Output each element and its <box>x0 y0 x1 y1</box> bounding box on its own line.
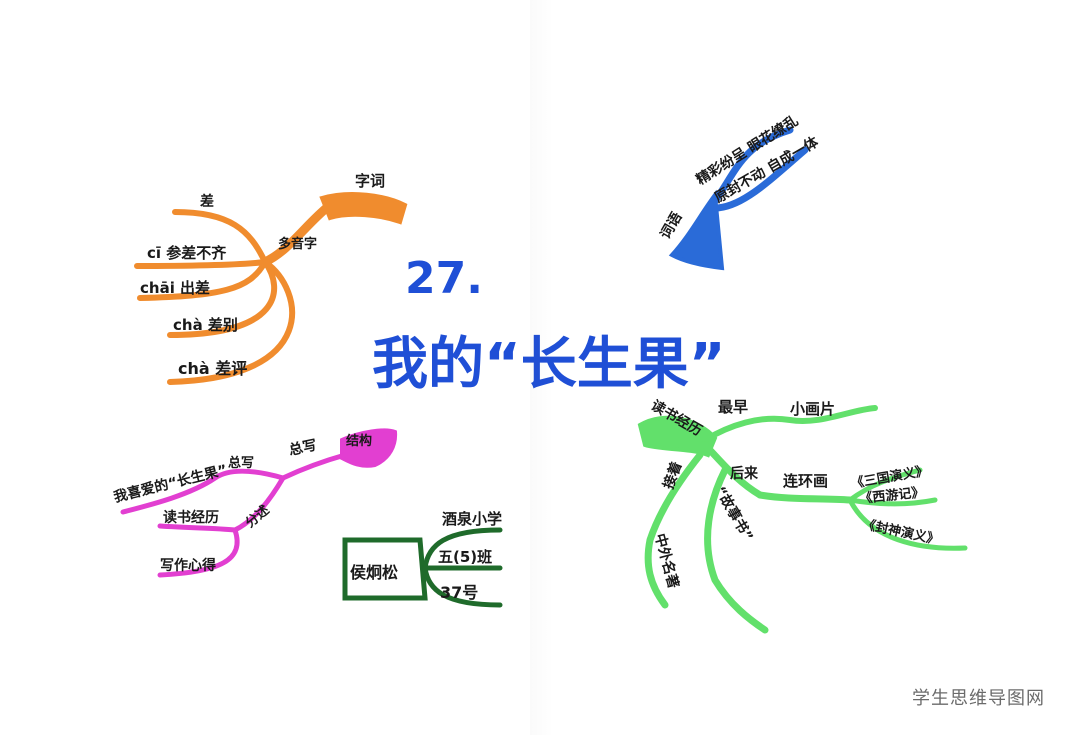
orange-line-4 <box>167 259 278 338</box>
magenta-line-2 <box>157 523 238 533</box>
orange-labels: 字词 多音字 差 cī 参差不齐 chāi 出差 chà 差别 chà 差评 <box>140 172 385 378</box>
magenta-branch <box>120 428 398 578</box>
green-book-line-3 <box>847 497 968 551</box>
green-line-left <box>644 451 704 609</box>
darkgreen-root-box <box>342 537 428 601</box>
green-branch <box>637 405 968 634</box>
green-level1-2: 后来 <box>730 465 759 482</box>
orange-item-1: 差 <box>200 193 214 210</box>
green-level1-1: 最早 <box>718 398 748 416</box>
green-line-top <box>702 405 878 443</box>
orange-branch <box>134 192 408 385</box>
title-text: 我的“长生果” <box>372 332 726 397</box>
orange-line-5 <box>167 259 295 385</box>
green-labels: 读书经历 最早 小画片 后来 连环画 《三国演义》 《西游记》 《封神演义》 接… <box>648 397 941 590</box>
title-number: 27. <box>405 253 483 304</box>
darkgreen-labels: 侯炯松 酒泉小学 五(5)班 37号 <box>350 510 502 602</box>
darkgreen-line-3 <box>422 565 503 608</box>
green-item-7: 中外名著 <box>651 532 682 590</box>
orange-root-blob <box>319 192 408 225</box>
blue-line-2 <box>708 146 809 212</box>
green-item-5: 《封神演义》 <box>861 516 941 548</box>
blue-branch <box>668 126 809 271</box>
magenta-joint-label: 分述 <box>242 502 272 531</box>
magenta-line-1 <box>120 468 286 515</box>
magenta-root-blob <box>340 428 398 468</box>
orange-item-3: chāi 出差 <box>140 279 210 297</box>
green-item-2: 连环画 <box>783 472 828 490</box>
green-item-4: 《西游记》 <box>859 484 925 507</box>
orange-item-4: chà 差别 <box>173 316 238 334</box>
green-level1-3: 接着 <box>660 459 686 491</box>
blue-labels: 词语 精彩纷呈 眼花缭乱 原封不动 自成一体 <box>658 112 822 242</box>
darkgreen-item-3: 37号 <box>440 583 478 602</box>
green-root-blob <box>637 415 718 458</box>
darkgreen-line-1 <box>422 527 503 571</box>
orange-line-3 <box>137 259 268 301</box>
magenta-level1-2: 总写 <box>228 455 254 471</box>
darkgreen-branch <box>342 527 503 608</box>
orange-item-5: chà 差评 <box>178 359 247 378</box>
green-line-mid <box>756 491 854 504</box>
green-line-story <box>704 466 769 634</box>
orange-root-label: 字词 <box>355 172 385 190</box>
watermark-text: 学生思维导图网 <box>912 688 1045 709</box>
paper-fold <box>530 0 554 735</box>
green-item-6: “故事书” <box>712 484 757 545</box>
orange-hub-label: 多音字 <box>278 236 317 252</box>
magenta-item-2: 读书经历 <box>163 509 219 526</box>
orange-line-2 <box>134 259 268 269</box>
magenta-level1-1: 总写 <box>287 436 318 458</box>
green-book-line-2 <box>847 497 938 507</box>
orange-line-1 <box>172 209 268 265</box>
blue-root-label: 词语 <box>658 210 686 242</box>
magenta-stem <box>280 452 348 481</box>
orange-main-stem <box>260 200 335 267</box>
title-group: 27. 我的“长生果” <box>372 253 726 397</box>
green-item-1: 小画片 <box>790 400 835 418</box>
darkgreen-root-label: 侯炯松 <box>350 563 398 582</box>
blue-line-1 <box>708 126 794 209</box>
magenta-stem-2 <box>232 475 286 533</box>
orange-item-2: cī 参差不齐 <box>147 244 227 262</box>
green-trunk <box>701 441 764 499</box>
magenta-root-label: 结构 <box>346 433 372 449</box>
magenta-line-3 <box>157 527 240 578</box>
darkgreen-item-1: 酒泉小学 <box>442 510 502 528</box>
magenta-item-3: 写作心得 <box>160 557 216 574</box>
green-book-line-1 <box>847 467 923 503</box>
darkgreen-item-2: 五(5)班 <box>438 548 492 566</box>
